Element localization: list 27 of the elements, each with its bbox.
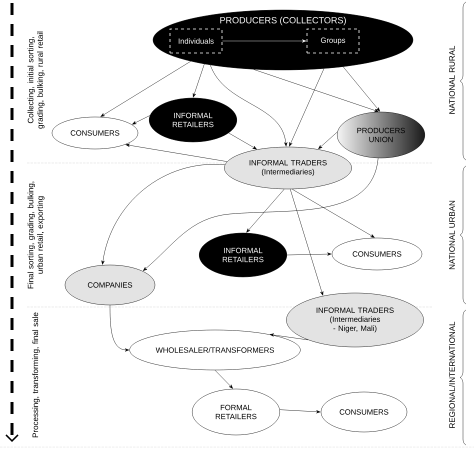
arrow xyxy=(286,252,332,256)
section-label: NATIONAL RURAL xyxy=(449,46,455,114)
arrow xyxy=(110,305,130,352)
arrow xyxy=(222,39,306,43)
section-label: Collecting, initial sorting, grading, bulking, rural retail xyxy=(28,32,44,129)
arrow xyxy=(132,115,150,124)
arrow xyxy=(192,64,205,98)
arrow xyxy=(270,333,308,340)
section-label: Processing, transforming, final sale xyxy=(32,312,40,438)
section-label: Final sorting, grading, bulking, urban retail, exporting xyxy=(28,182,44,288)
arrow xyxy=(210,64,288,146)
arrow xyxy=(290,188,324,296)
arrow xyxy=(143,158,378,271)
arrow xyxy=(253,69,379,112)
arrow xyxy=(318,132,338,150)
arrow xyxy=(100,61,191,117)
arrow xyxy=(280,410,320,414)
arrow xyxy=(228,132,257,150)
arrow xyxy=(126,144,228,162)
arrow xyxy=(246,188,284,233)
arrow xyxy=(292,188,375,238)
arrow xyxy=(214,370,233,389)
section-label: NATIONAL URBAN xyxy=(449,200,455,270)
arrow xyxy=(101,164,226,265)
arrow xyxy=(342,66,380,112)
arrow xyxy=(289,68,324,146)
section-label: REGIONAL/INTERNATIONAL xyxy=(449,322,455,428)
